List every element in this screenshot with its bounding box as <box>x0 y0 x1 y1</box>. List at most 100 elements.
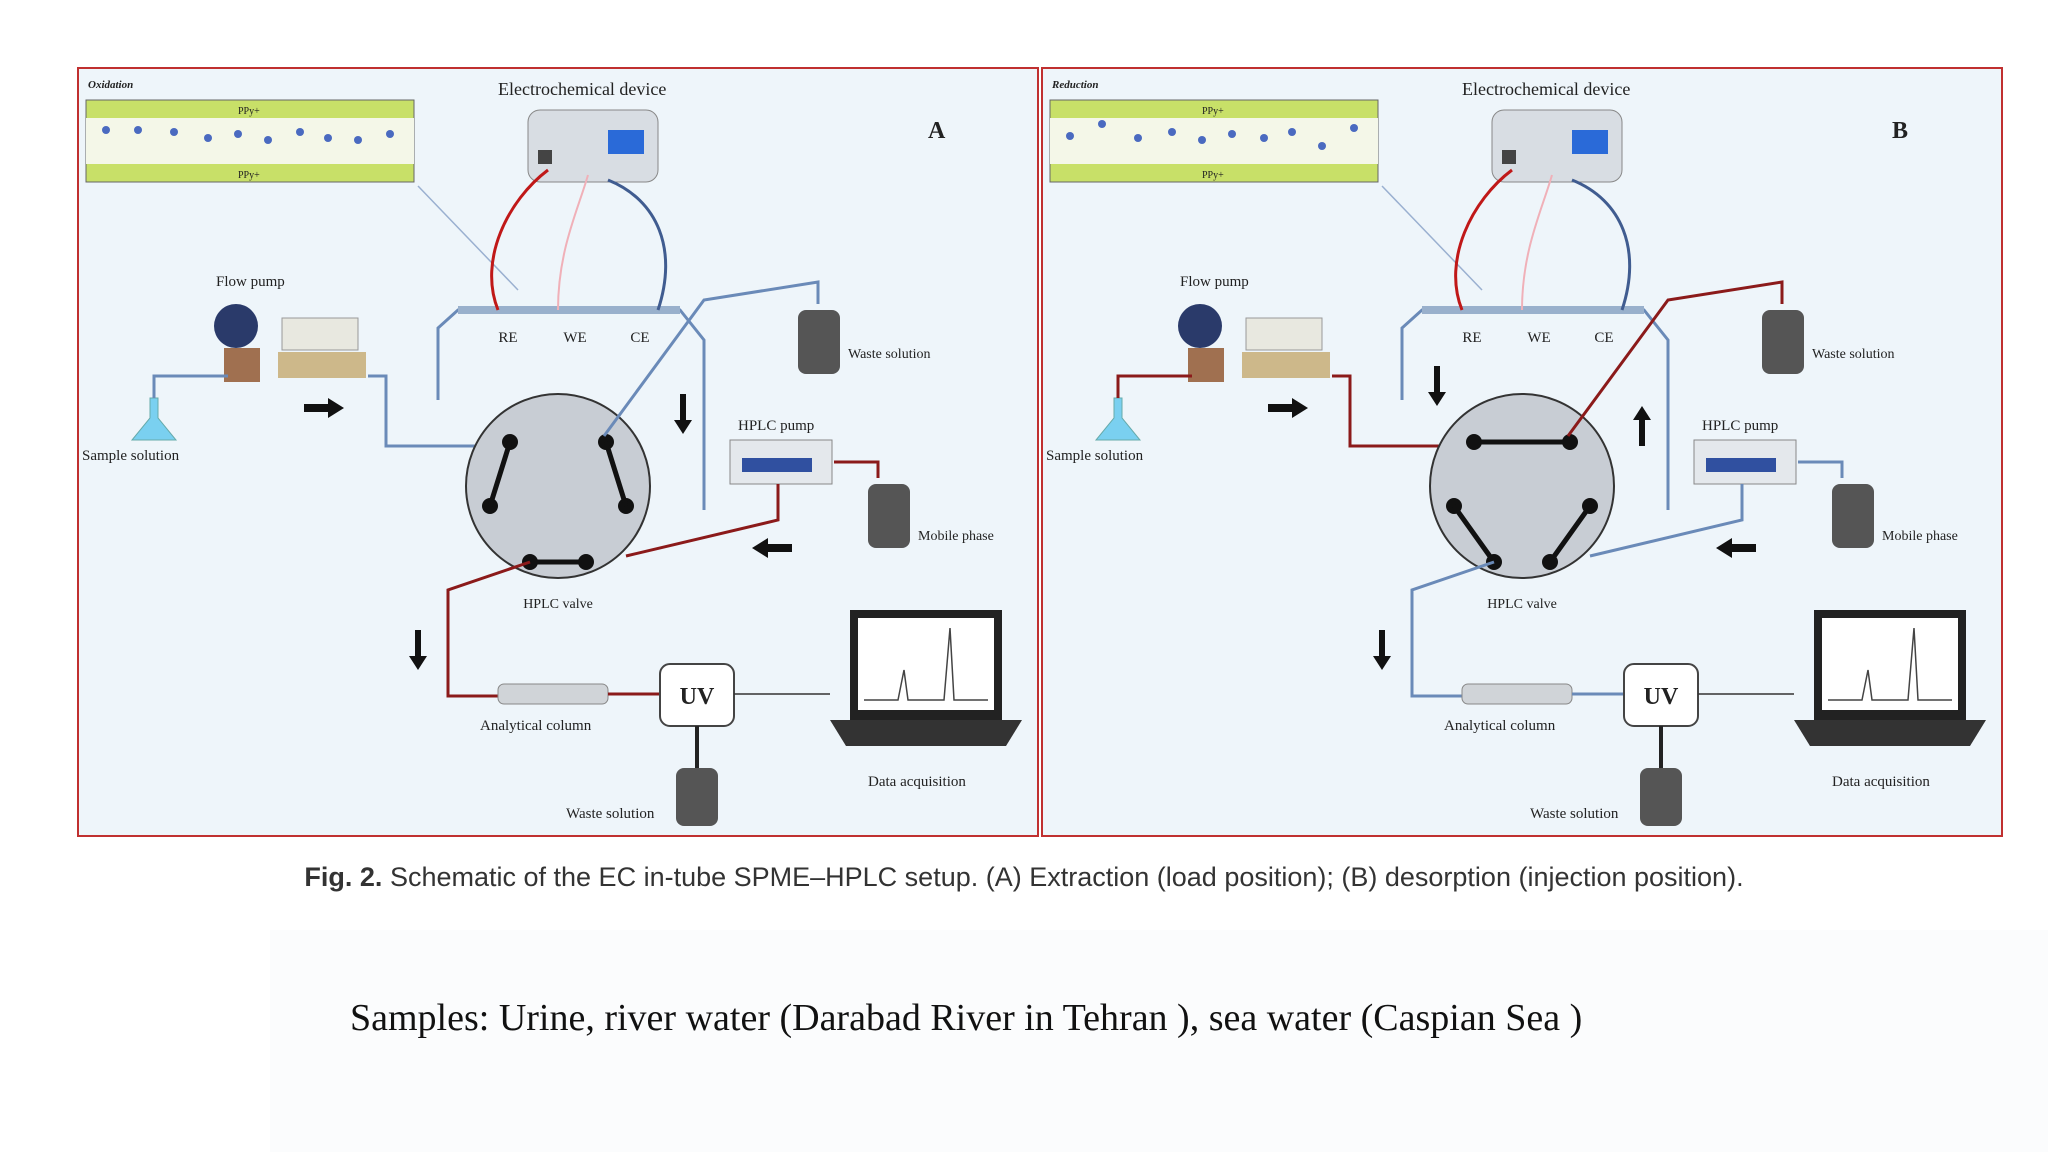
pump-motor <box>214 304 258 348</box>
laptop-screen <box>1822 618 1958 710</box>
ion-dot <box>1260 134 1268 142</box>
tube-valve-column <box>446 560 531 698</box>
tube-pump-valve <box>368 374 478 448</box>
waste-solution-bottom-label: Waste solution <box>566 806 655 822</box>
laptop-base <box>1794 720 1986 746</box>
electrode-re-label: RE <box>1462 330 1481 346</box>
pump-head <box>1188 348 1224 382</box>
mobile-phase-bottle <box>868 484 910 548</box>
uv-label: UV <box>680 684 715 710</box>
tube-to-waste <box>1566 280 1784 437</box>
analytical-column <box>497 683 609 705</box>
electrode-we-label: WE <box>1527 330 1550 346</box>
analytical-column-label: Analytical column <box>480 718 592 734</box>
valve-channel <box>1547 504 1593 564</box>
ion-dot <box>386 130 394 138</box>
electrode-tube <box>458 306 680 314</box>
device-screen <box>608 130 644 154</box>
ion-dot <box>134 126 142 134</box>
sample-flask <box>130 397 178 441</box>
wire-we <box>1521 174 1553 311</box>
wire-ce <box>607 178 668 311</box>
device-port <box>1502 150 1516 164</box>
valve-channel <box>603 441 629 507</box>
hplc-valve <box>1429 393 1615 579</box>
pump-motor <box>1178 304 1222 348</box>
laptop-base <box>830 720 1022 746</box>
hplc-valve <box>465 393 651 579</box>
ion-dot <box>354 136 362 144</box>
ion-dot <box>102 126 110 134</box>
chromatogram <box>1828 627 1952 701</box>
valve-channel <box>487 441 513 507</box>
film-channel <box>86 118 414 164</box>
electrode-ce-label: CE <box>1594 330 1613 346</box>
flow-pump-label: Flow pump <box>1180 274 1249 290</box>
flow-arrow-right <box>1268 398 1308 418</box>
ion-dot <box>1066 132 1074 140</box>
bottom-band <box>270 930 2048 1152</box>
electrochemical-device-label: Electrochemical device <box>1462 79 1630 99</box>
ion-dot <box>204 134 212 142</box>
ion-dot <box>1168 128 1176 136</box>
flow-arrow-right <box>304 398 344 418</box>
hplc-valve-label: HPLC valve <box>1487 597 1557 612</box>
figure-caption: Fig. 2. Schematic of the EC in-tube SPME… <box>0 862 2048 893</box>
mobile-phase-label: Mobile phase <box>918 529 994 544</box>
ion-dot <box>1134 134 1142 142</box>
waste-bottle-top <box>1762 310 1804 374</box>
device-port <box>538 150 552 164</box>
ppy-bottom-label: PPy+ <box>1202 170 1224 181</box>
mobile-phase-bottle <box>1832 484 1874 548</box>
waste-bottle-bottom <box>1640 768 1682 826</box>
wire-re <box>490 168 549 311</box>
waste-solution-top-label: Waste solution <box>848 347 930 362</box>
flow-arrow-down <box>409 630 427 670</box>
wire-ce <box>1571 178 1632 311</box>
flow-pump-label: Flow pump <box>216 274 285 290</box>
electrode-re-label: RE <box>498 330 517 346</box>
hplc-valve-label: HPLC valve <box>523 597 593 612</box>
ion-dot <box>1198 136 1206 144</box>
panel-letter: B <box>1892 118 1908 144</box>
tube-mobile-phase <box>834 460 880 478</box>
wire-re <box>1454 168 1513 311</box>
hplc-pump-label: HPLC pump <box>738 418 814 434</box>
flow-arrow-valve <box>1428 366 1446 406</box>
tube-valve-column <box>1410 560 1495 698</box>
waste-solution-top-label: Waste solution <box>1812 347 1894 362</box>
samples-note: Samples: Urine, river water (Darabad Riv… <box>350 997 1583 1039</box>
ion-dot <box>1228 130 1236 138</box>
chromatogram <box>864 627 988 701</box>
pump-base <box>278 352 366 378</box>
analytical-column-label: Analytical column <box>1444 718 1556 734</box>
mode-label: Reduction <box>1051 79 1098 91</box>
ion-dot <box>1098 120 1106 128</box>
ion-dot <box>234 130 242 138</box>
tube-sample-in <box>152 374 228 398</box>
ppy-top-label: PPy+ <box>238 106 260 117</box>
waste-bottle-top <box>798 310 840 374</box>
device-screen <box>1572 130 1608 154</box>
pump-controller <box>281 317 359 351</box>
data-acquisition-label: Data acquisition <box>1832 774 1930 790</box>
data-acquisition-label: Data acquisition <box>868 774 966 790</box>
flow-arrow-up <box>1633 406 1651 446</box>
ion-dot <box>1288 128 1296 136</box>
ion-dot <box>170 128 178 136</box>
flow-arrow-left <box>752 538 792 558</box>
electrode-tube <box>1422 306 1644 314</box>
ion-dot <box>1350 124 1358 132</box>
tube-pump-to-valve <box>625 484 780 558</box>
tube-sample-in <box>1116 374 1192 398</box>
waste-bottle-bottom <box>676 768 718 826</box>
wire-we <box>557 174 589 311</box>
inset-pointer <box>417 185 519 291</box>
electrode-ce-label: CE <box>630 330 649 346</box>
hplc-pump-display <box>742 458 812 472</box>
mobile-phase-label: Mobile phase <box>1882 529 1958 544</box>
waste-solution-bottom-label: Waste solution <box>1530 806 1619 822</box>
sample-solution-label: Sample solution <box>82 448 180 464</box>
